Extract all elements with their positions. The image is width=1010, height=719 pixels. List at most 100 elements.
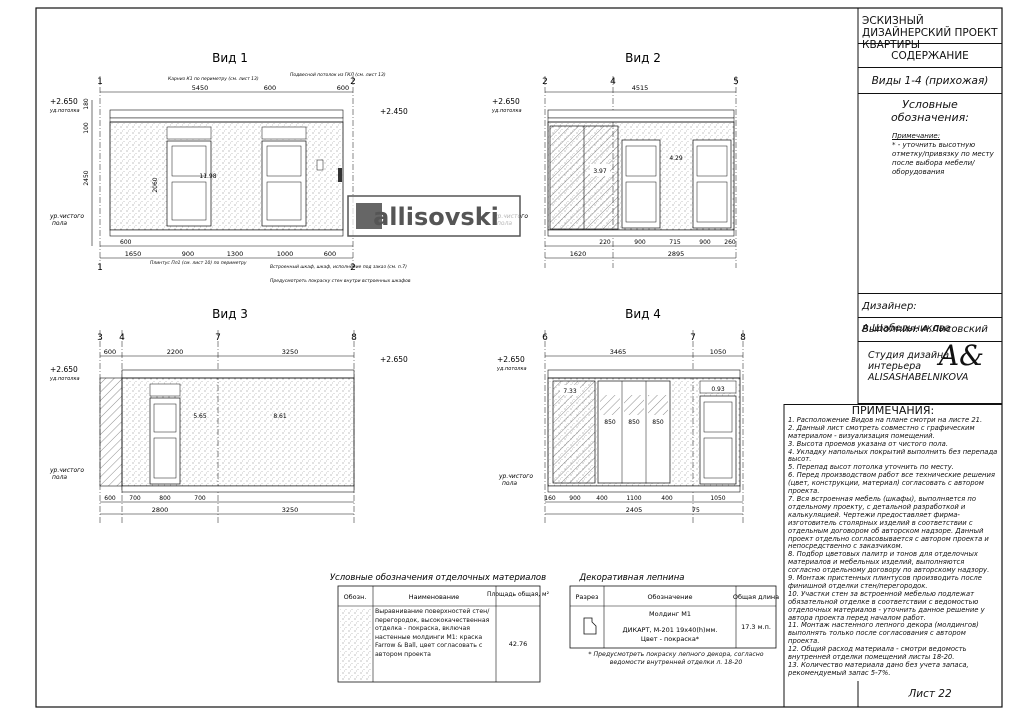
legend-title: Условные обозначения: — [891, 98, 969, 124]
note-item: 7. Вся встроенная мебель (шкафы), выполн… — [788, 494, 989, 551]
project-title: ЭСКИЗНЫЙ ДИЗАЙНЕРСКИЙ ПРОЕКТ КВАРТИРЫ — [858, 12, 1002, 51]
svg-text:Подвесной потолок из ГКЛ (см.: Подвесной потолок из ГКЛ (см. лист 13) — [290, 72, 386, 78]
svg-text:900: 900 — [634, 239, 646, 246]
svg-text:+2.650: +2.650 — [380, 355, 408, 364]
svg-text:600: 600 — [120, 239, 132, 246]
svg-text:уд.потолка: уд.потолка — [496, 366, 527, 372]
svg-text:1: 1 — [97, 263, 103, 273]
svg-text:4515: 4515 — [632, 84, 649, 92]
svg-text:100: 100 — [83, 122, 90, 134]
svg-text:ур.чистого: ур.чистого — [49, 467, 84, 474]
svg-text:пола: пола — [52, 474, 67, 481]
note-item: 8. Подбор цветовых палитр и тонов для от… — [788, 550, 990, 575]
svg-text:400: 400 — [661, 495, 673, 502]
notes-section: ПРИМЕЧАНИЯ: 1. Расположение Видов на пла… — [784, 404, 1002, 681]
view-3: Вид 3 3 4 7 8 600 2200 3250 5.65 8.61 60… — [49, 307, 408, 525]
studio-logo-icon: A& — [938, 339, 984, 372]
svg-text:700: 700 — [129, 495, 141, 502]
svg-text:1050: 1050 — [710, 495, 725, 502]
note-item: 2. Данный лист смотреть совместно с граф… — [788, 423, 975, 440]
svg-text:Плинтус Пл1 (см. лист 10) по п: Плинтус Пл1 (см. лист 10) по периметру — [150, 260, 247, 266]
svg-text:42.76: 42.76 — [509, 640, 528, 648]
svg-text:уд.потолка: уд.потолка — [49, 108, 80, 114]
legend-note-text: * - уточнить высотную отметку/привязку п… — [892, 141, 994, 176]
svg-text:Общая длина: Общая длина — [733, 593, 779, 601]
svg-text:уд.потолка: уд.потолка — [491, 108, 522, 114]
svg-text:3250: 3250 — [282, 348, 299, 356]
svg-text:900: 900 — [182, 250, 194, 258]
view-1: Вид 1 1 2 1 2 5450 600 600 11.98 600 — [49, 51, 411, 284]
svg-text:2895: 2895 — [668, 250, 685, 258]
svg-text:600: 600 — [324, 250, 336, 258]
svg-text:600: 600 — [337, 84, 349, 92]
svg-text:2: 2 — [542, 77, 548, 87]
svg-text:2450: 2450 — [83, 170, 90, 185]
studio-line-1: Студия дизайна — [868, 350, 950, 361]
svg-text:7: 7 — [690, 333, 696, 343]
note-item: 4. Укладку напольных покрытий выполнить … — [788, 447, 998, 464]
svg-text:800: 800 — [159, 495, 171, 502]
svg-text:Карниз К1 по периметру (см. ли: Карниз К1 по периметру (см. лист 13) — [168, 76, 259, 82]
svg-text:1100: 1100 — [626, 495, 641, 502]
svg-text:ур.чистого: ур.чистого — [498, 473, 533, 480]
legend-note-title: Примечание: — [892, 132, 941, 140]
content-heading: СОДЕРЖАНИЕ — [858, 44, 1002, 68]
svg-text:пола: пола — [502, 480, 517, 487]
svg-text:4: 4 — [610, 77, 616, 87]
svg-text:220: 220 — [599, 239, 611, 246]
svg-text:Декоративная лепнина: Декоративная лепнина — [579, 573, 685, 583]
svg-text:Наименование: Наименование — [409, 593, 460, 601]
svg-text:1000: 1000 — [277, 250, 294, 258]
notes-title: ПРИМЕЧАНИЯ: — [851, 404, 935, 417]
svg-text:2060: 2060 — [152, 177, 159, 192]
svg-text:600: 600 — [104, 348, 116, 356]
note-item: 12. Общий расход материала - смотри ведо… — [788, 645, 967, 662]
svg-text:пола: пола — [52, 220, 67, 227]
svg-text:Обозначение: Обозначение — [647, 593, 692, 601]
view-2-title: Вид 2 — [625, 51, 661, 65]
svg-text:715: 715 — [669, 239, 681, 246]
molding-table: Декоративная лепнина Разрез Обозначение … — [569, 573, 779, 666]
svg-text:700: 700 — [194, 495, 206, 502]
svg-text:8: 8 — [740, 333, 746, 343]
studio-block: Студия дизайна интерьера ALISASHABELNIKO… — [858, 342, 1002, 404]
svg-text:600: 600 — [264, 84, 276, 92]
svg-text:2200: 2200 — [167, 348, 184, 356]
svg-text:2800: 2800 — [152, 506, 169, 514]
svg-text:ур.чистого: ур.чистого — [49, 213, 84, 220]
svg-text:850: 850 — [652, 419, 664, 426]
svg-text:4.29: 4.29 — [669, 155, 683, 162]
view-4-title: Вид 4 — [625, 307, 661, 321]
executor-label: Выполнил: А.Лисовский — [858, 318, 1002, 342]
svg-text:260: 260 — [724, 239, 736, 246]
svg-text:3.97: 3.97 — [593, 168, 607, 175]
watermark-logo: allisovski — [347, 195, 521, 237]
note-item: 11. Монтаж настенного лепного декора (мо… — [788, 621, 979, 646]
svg-text:Площадь общая, м²: Площадь общая, м² — [487, 591, 550, 598]
svg-text:2: 2 — [350, 263, 356, 273]
note-item: 10. Участки стен за встроенной мебелью п… — [788, 589, 985, 622]
svg-text:400: 400 — [596, 495, 608, 502]
svg-text:1620: 1620 — [570, 250, 587, 258]
svg-text:180: 180 — [83, 98, 90, 110]
legend-section: Условные обозначения: Примечание: * - ут… — [858, 94, 1002, 294]
note-item: 5. Перепад высот потолка уточнить по мес… — [788, 463, 954, 472]
svg-text:1650: 1650 — [125, 250, 142, 258]
svg-text:2405: 2405 — [626, 506, 643, 514]
v1-dim-top: 5450 — [192, 84, 209, 92]
svg-text:3: 3 — [97, 333, 103, 343]
view-4: Вид 4 6 7 8 3465 1050 7.33 850 850 850 0… — [496, 307, 746, 525]
svg-text:5: 5 — [733, 77, 739, 87]
svg-text:Цвет - покраска*: Цвет - покраска* — [641, 635, 700, 643]
svg-text:6: 6 — [542, 333, 548, 343]
svg-text:уд.потолка: уд.потолка — [49, 376, 80, 382]
svg-text:160: 160 — [544, 495, 556, 502]
svg-text:5.65: 5.65 — [193, 413, 207, 420]
svg-text:+2.650: +2.650 — [497, 355, 525, 364]
designer-label: Дизайнер: А.Шабельникова — [858, 296, 1002, 334]
svg-text:600: 600 — [104, 495, 116, 502]
views-label: Виды 1-4 (прихожая) — [858, 68, 1002, 94]
note-item: 6. Перед производством работ все техниче… — [788, 471, 995, 496]
